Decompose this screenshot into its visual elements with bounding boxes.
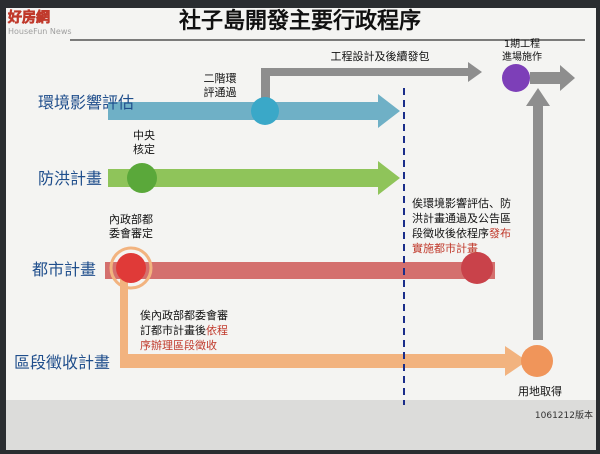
annotation-eia-pass-1: 二階環 — [204, 71, 237, 85]
node-moi-approved — [116, 253, 146, 283]
node-flood-approved — [127, 163, 157, 193]
arrow-land-to-construction — [526, 88, 550, 340]
annotation-announce-2: 洪計畫通過及公告區 — [412, 211, 511, 225]
annotation-central-2: 核定 — [133, 142, 155, 156]
annotation-announce-1: 俟環境影響評估、防 — [412, 196, 511, 210]
annotation-phase1-1: 1期工程 — [504, 38, 540, 50]
label-urban: 都市計畫 — [32, 260, 96, 279]
arrow-flood — [108, 161, 400, 195]
watermark-brand: 好房網 — [7, 9, 50, 26]
arrow-design — [261, 62, 482, 103]
node-land-acquisition — [521, 345, 553, 377]
node-urban-plan-issued — [461, 252, 493, 284]
annotation-land: 用地取得 — [518, 385, 562, 398]
annotation-announce-4: 實施都市計畫 — [412, 241, 478, 255]
label-expropriation: 區段徵收計畫 — [14, 353, 110, 372]
node-moi-ring — [109, 246, 153, 290]
label-flood: 防洪計畫 — [38, 169, 102, 188]
annotation-central-1: 中央 — [133, 129, 155, 142]
annotation-phase1-2: 進場施作 — [502, 50, 542, 63]
annotation-design: 工程設計及後續發包 — [331, 49, 430, 63]
annotation-announce-3: 段徵收後依程序發布 — [412, 226, 511, 240]
annotation-expropriation-3: 序辦理區段徵收 — [140, 338, 217, 352]
annotation-expropriation-2: 訂都市計畫後依程 — [140, 323, 228, 337]
slide-lower-edge — [6, 400, 596, 450]
arrow-expropriation — [120, 270, 527, 376]
node-eia-pass — [251, 97, 279, 125]
annotation-moi-1: 內政部都 — [109, 212, 153, 226]
annotation-expropriation-1: 俟內政部都委會審 — [140, 308, 228, 322]
arrow-construction — [530, 65, 575, 91]
watermark-sub: HouseFun News — [8, 27, 72, 36]
bar-urban-plan — [105, 262, 495, 279]
version-label: 1061212版本 — [535, 409, 593, 421]
label-eia: 環境影響評估 — [38, 93, 134, 112]
annotation-eia-pass-2: 評通過 — [204, 85, 237, 99]
node-phase1 — [502, 64, 530, 92]
annotation-moi-2: 委會審定 — [109, 226, 153, 240]
diagram-title: 社子島開發主要行政程序 — [179, 8, 421, 34]
